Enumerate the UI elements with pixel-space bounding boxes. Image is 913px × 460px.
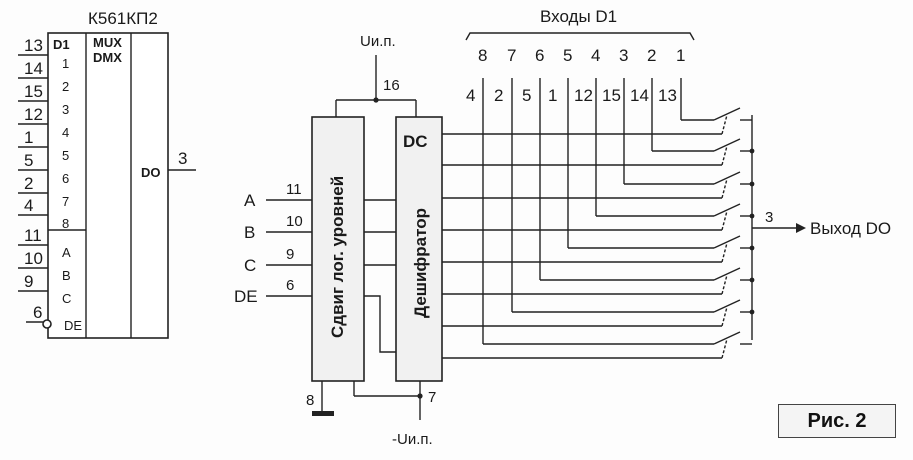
level-shifter-label: Сдвиг лог. уровней: [328, 176, 347, 338]
chip-data-pin-number: 12: [24, 105, 43, 124]
input-pin-number: 4: [466, 86, 475, 105]
pin-vdd: 16: [383, 77, 400, 94]
control-input-name: C: [244, 256, 256, 275]
input-number: 7: [507, 46, 516, 65]
ground-symbol: [312, 411, 334, 416]
supply-positive-label: Uи.п.: [360, 33, 396, 50]
chip-data-pin-number: 1: [24, 128, 33, 147]
pin-vee: 7: [428, 389, 436, 406]
chip-data-bit-label: 3: [62, 102, 69, 117]
control-input-pin: 11: [286, 181, 302, 198]
switch-control-link: [721, 242, 728, 263]
chip-data-pin-number: 4: [24, 196, 33, 215]
chip-data-bit-label: 6: [62, 171, 69, 186]
switch-blade: [713, 267, 741, 281]
chip-ref: D1: [53, 37, 70, 52]
input-pin-number: 5: [522, 86, 531, 105]
chip-function-dmx: DMX: [93, 50, 122, 65]
switch-blade: [713, 299, 741, 313]
input-pin-number: 14: [630, 86, 649, 105]
chip-data-bit-label: 8: [62, 216, 69, 231]
switch-control-link: [721, 306, 728, 327]
decoder-label: Дешифратор: [411, 208, 430, 318]
chip-output-name: DO: [141, 165, 161, 180]
output-label: Выход DO: [810, 219, 891, 238]
input-number: 8: [478, 46, 487, 65]
switch-control-link: [721, 145, 728, 166]
chip-address-pins: 11A 10B 9C: [18, 226, 71, 306]
chip-address-pin-number: 10: [24, 249, 43, 268]
switch-control-link: [721, 114, 728, 135]
switch-matrix: [442, 78, 755, 359]
switch-control-link: [721, 274, 728, 295]
input-number: 6: [535, 46, 544, 65]
decoder-title: DC: [403, 132, 428, 151]
chip-data-pin-number: 15: [24, 82, 43, 101]
input-number: 5: [563, 46, 572, 65]
chip-symbol: К561КП2 D1 MUX DMX DO 3 1311421531241556…: [18, 9, 196, 339]
pin-vss: 8: [306, 392, 314, 409]
control-input-name: B: [244, 223, 255, 242]
control-inputs: A 11B 10C 9DE 6: [234, 181, 312, 306]
control-input-name: DE: [234, 287, 258, 306]
chip-address-pin-number: 11: [24, 226, 42, 245]
switch-blade: [713, 203, 741, 217]
chip-data-pin-number: 13: [24, 36, 43, 55]
switch-control-link: [721, 210, 728, 231]
chip-address-name: C: [62, 291, 71, 306]
chip-data-bit-label: 4: [62, 125, 69, 140]
enable-inversion-circle: [42, 319, 52, 329]
switch-blade: [713, 235, 741, 249]
output-pin: 3: [765, 209, 773, 226]
output-arrow: [796, 223, 806, 233]
input-number: 4: [591, 46, 600, 65]
chip-address-pin-number: 9: [24, 272, 33, 291]
input-pin-number: 1: [548, 86, 557, 105]
input-pin-number: 15: [602, 86, 621, 105]
chip-data-bit-label: 5: [62, 148, 69, 163]
input-pin-number: 13: [658, 86, 677, 105]
chip-data-bit-label: 2: [62, 79, 69, 94]
chip-data-pin-number: 2: [24, 174, 33, 193]
inputs-caption: Входы D1: [540, 7, 617, 26]
input-pin-number: 12: [574, 86, 593, 105]
chip-data-bit-label: 1: [62, 56, 69, 71]
chip-body: [47, 32, 169, 339]
switch-blade: [713, 138, 741, 152]
inputs-bracket: [465, 32, 695, 41]
input-number: 3: [619, 46, 628, 65]
switch-control-link: [721, 338, 728, 359]
control-input-name: A: [244, 191, 256, 210]
switch-blade: [713, 107, 741, 121]
decoder-block: [395, 116, 443, 382]
chip-data-pin-number: 14: [24, 59, 43, 78]
chip-function-mux: MUX: [93, 35, 122, 50]
control-input-pin: 10: [286, 213, 303, 230]
chip-data-bit-label: 7: [62, 194, 69, 209]
supply-negative-label: -Uи.п.: [392, 431, 433, 448]
figure-label: Рис. 2: [778, 404, 896, 438]
input-number: 1: [676, 46, 685, 65]
control-input-pin: 9: [286, 246, 294, 263]
level-shifter-block: [311, 116, 365, 382]
chip-enable-name: DE: [64, 318, 82, 333]
chip-output-pin: 3: [178, 149, 187, 168]
switch-control-link: [721, 178, 728, 199]
chip-part-number: К561КП2: [88, 9, 158, 28]
chip-enable-pin: 6: [33, 303, 42, 322]
switch-blade: [713, 331, 741, 345]
input-number: 2: [647, 46, 656, 65]
chip-address-name: B: [62, 268, 71, 283]
switch-blade: [713, 171, 741, 185]
input-pin-number: 2: [494, 86, 503, 105]
control-input-pin: 6: [286, 277, 294, 294]
functional-schematic: Uи.п. 16 Сдвиг лог. уровней DC Дешифрато…: [234, 7, 891, 448]
chip-data-pin-number: 5: [24, 151, 33, 170]
chip-address-name: A: [62, 245, 71, 260]
